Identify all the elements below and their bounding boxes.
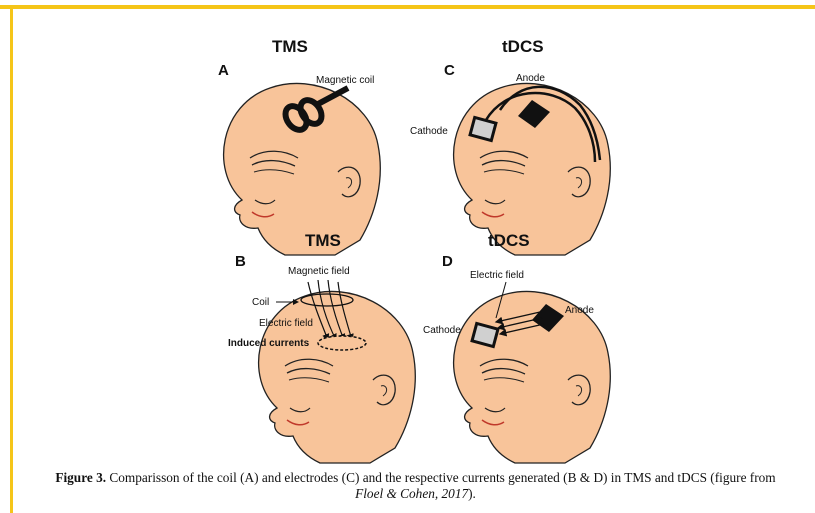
caption-end: ).: [468, 486, 476, 501]
label-electric-field-d: Electric field: [470, 270, 524, 281]
label-anode-c: Anode: [516, 73, 545, 84]
figure-illustration: TMS A Magnetic coil tDCS C Anode Cathode…: [0, 0, 815, 470]
panel-d-letter: D: [442, 253, 453, 270]
panel-c-title: tDCS: [502, 37, 544, 56]
label-magnetic-coil: Magnetic coil: [316, 75, 374, 86]
cathode-electrode-d-icon: [472, 323, 498, 346]
panel-b-letter: B: [235, 253, 246, 270]
head-d: [454, 291, 611, 463]
panel-c-letter: C: [444, 62, 455, 79]
label-coil-b: Coil: [252, 297, 269, 308]
panel-a-title: TMS: [272, 37, 308, 56]
figure-caption: Figure 3. Comparisson of the coil (A) an…: [43, 470, 788, 502]
cathode-electrode-icon: [470, 117, 496, 140]
induced-currents-ellipse: [318, 336, 366, 350]
label-cathode-c: Cathode: [410, 126, 448, 137]
label-induced-currents: Induced currents: [228, 338, 310, 349]
label-electric-field-b: Electric field: [259, 318, 313, 329]
caption-label: Figure 3.: [55, 470, 106, 485]
panel-a-letter: A: [218, 62, 229, 79]
label-magnetic-field: Magnetic field: [288, 266, 350, 277]
caption-citation: Floel & Cohen, 2017: [355, 486, 468, 501]
panel-d-title: tDCS: [488, 231, 530, 250]
label-anode-d: Anode: [565, 305, 594, 316]
label-cathode-d: Cathode: [423, 325, 461, 336]
panel-b-title: TMS: [305, 231, 341, 250]
caption-text: Comparisson of the coil (A) and electrod…: [106, 470, 776, 485]
